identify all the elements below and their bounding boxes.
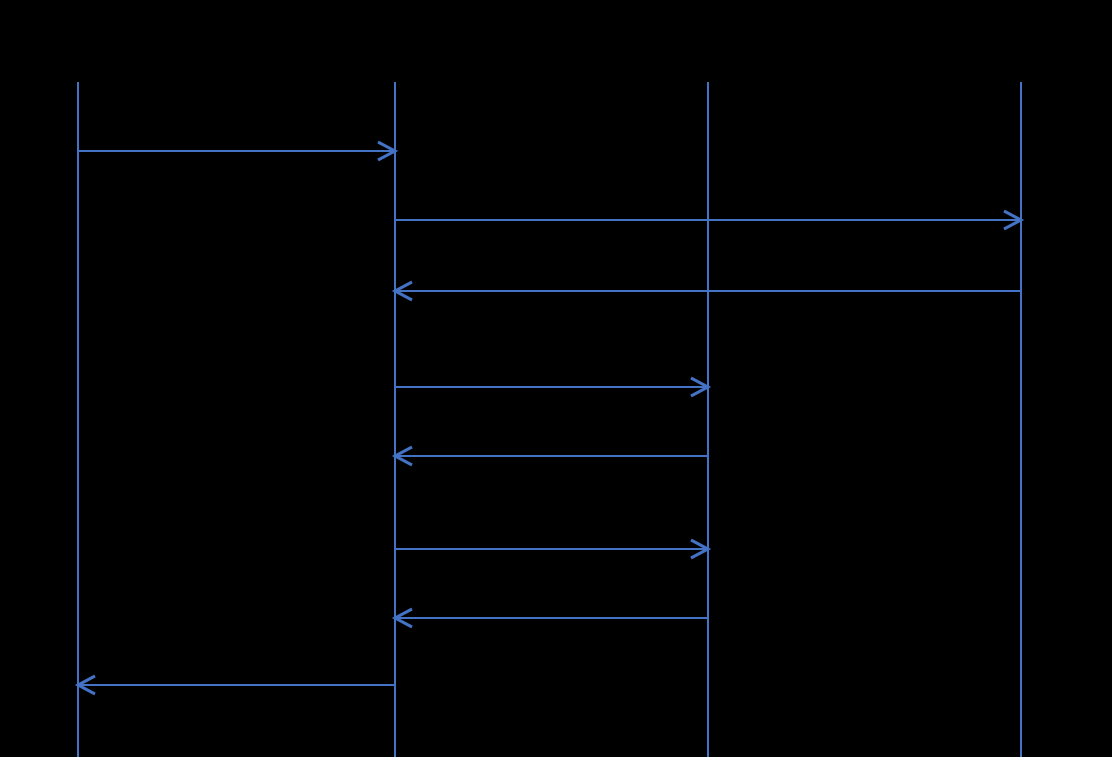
message-8 bbox=[74, 674, 395, 696]
message-1 bbox=[78, 140, 399, 162]
message-7 bbox=[391, 607, 708, 629]
message-arrowhead-2 bbox=[1003, 209, 1025, 231]
message-arrowhead-4 bbox=[690, 376, 712, 398]
message-arrowhead-3 bbox=[391, 280, 413, 302]
message-arrowhead-5 bbox=[391, 445, 413, 467]
message-6 bbox=[395, 538, 712, 560]
message-arrowhead-1 bbox=[377, 140, 399, 162]
message-arrowhead-8 bbox=[74, 674, 96, 696]
message-5 bbox=[391, 445, 708, 467]
message-arrowhead-6 bbox=[690, 538, 712, 560]
message-4 bbox=[395, 376, 712, 398]
message-arrowhead-7 bbox=[391, 607, 413, 629]
lifelines-group bbox=[77, 82, 1022, 757]
message-2 bbox=[395, 209, 1025, 231]
messages-group bbox=[74, 140, 1025, 696]
message-3 bbox=[391, 280, 1021, 302]
